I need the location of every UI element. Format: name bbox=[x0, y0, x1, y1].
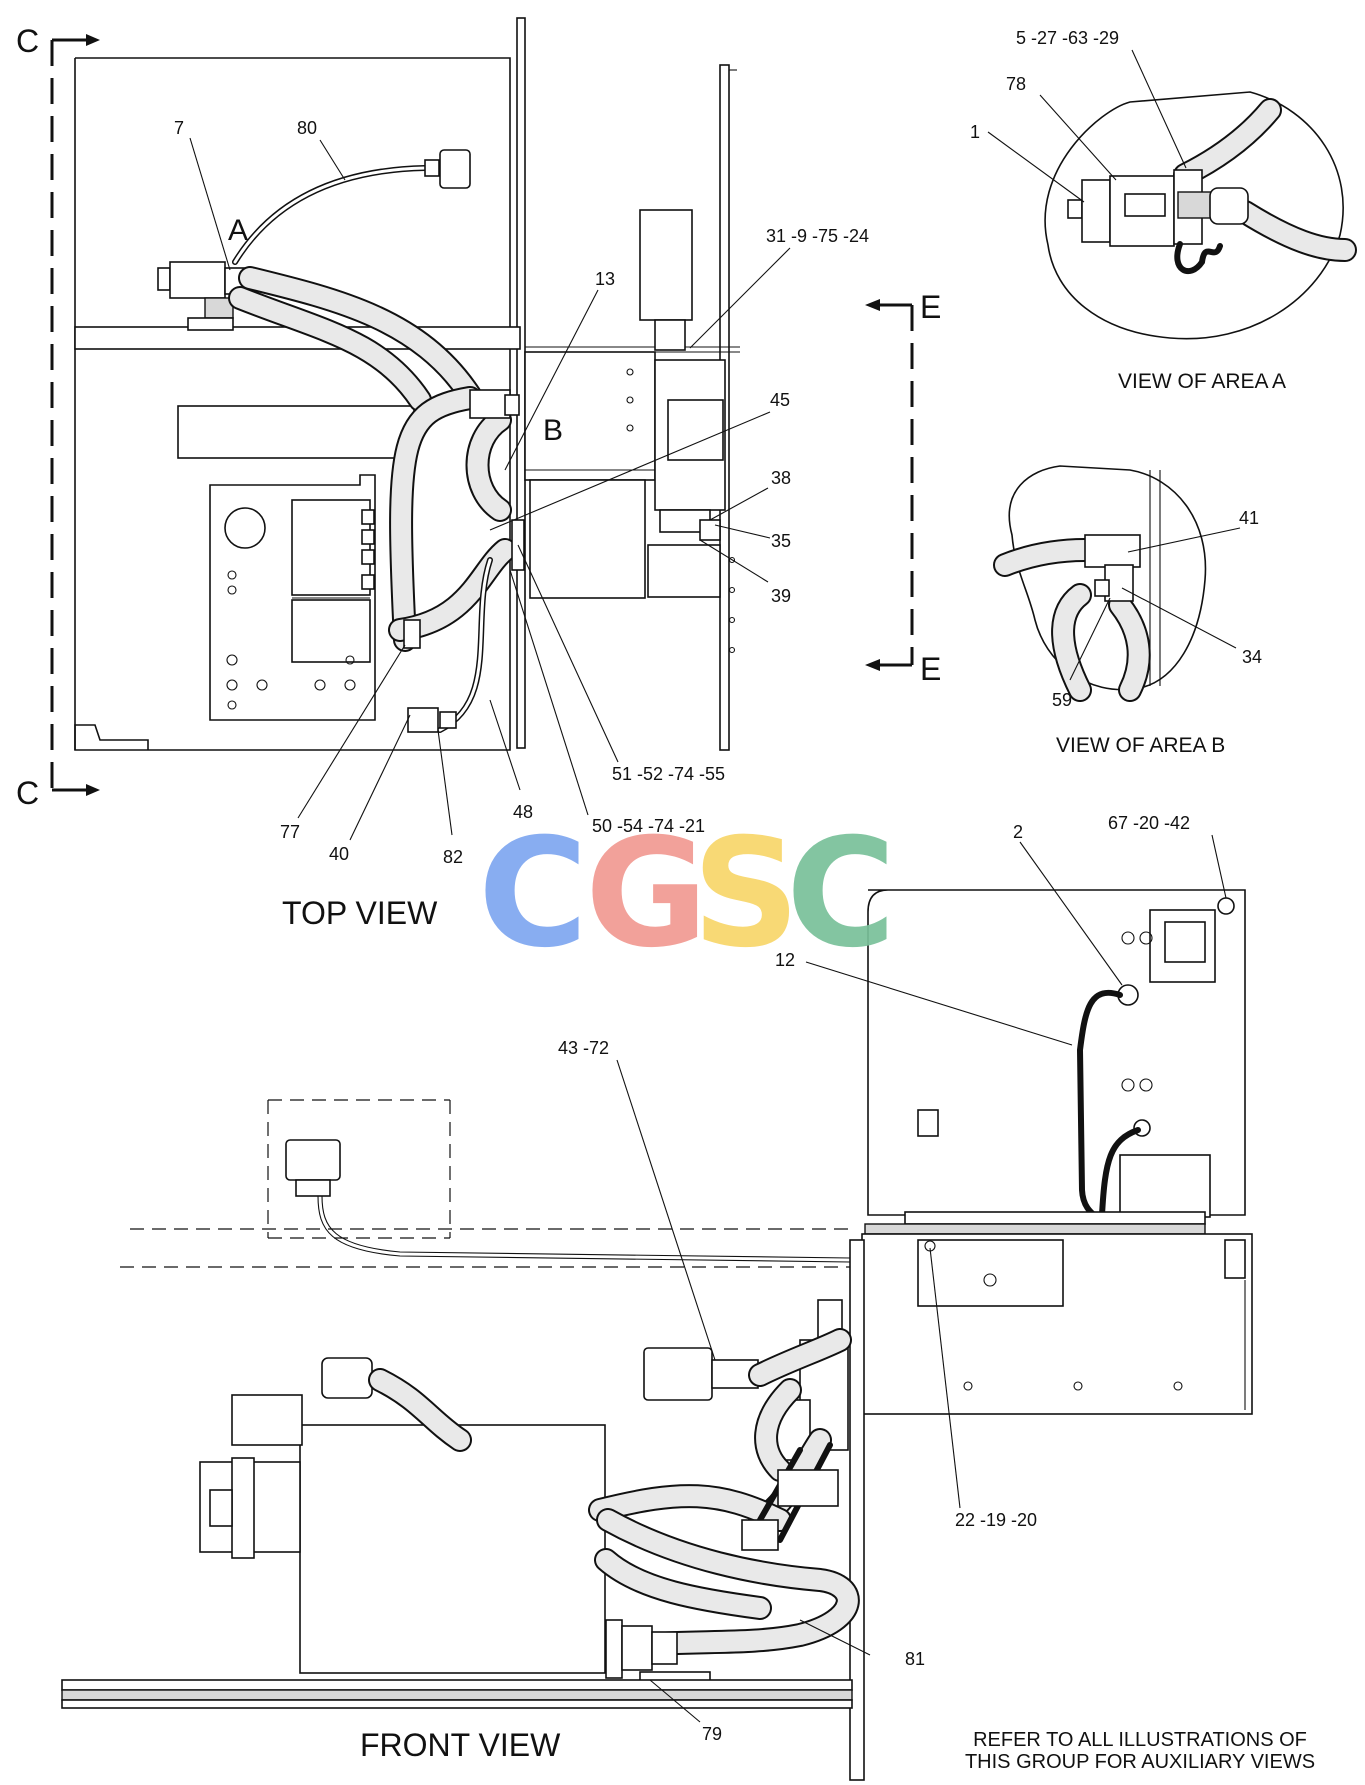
callout-45: 45 bbox=[770, 390, 790, 410]
callout-39: 39 bbox=[771, 586, 791, 606]
watermark-letter-3: S bbox=[692, 807, 800, 981]
callout-80: 80 bbox=[297, 118, 317, 138]
note-line-1: REFER TO ALL ILLUSTRATIONS OF bbox=[973, 1729, 1307, 1751]
watermark-letter-1: C bbox=[478, 807, 588, 981]
area-a-caption: VIEW OF AREA A bbox=[1118, 370, 1286, 393]
top-view-caption: TOP VIEW bbox=[282, 895, 438, 931]
watermark-letter-2: G bbox=[585, 807, 708, 981]
callout-51: 51 -52 -74 -55 bbox=[612, 764, 725, 784]
callout-79: 79 bbox=[702, 1724, 722, 1744]
callout-38: 38 bbox=[771, 468, 791, 488]
callout-12: 12 bbox=[775, 950, 795, 970]
note-line-2: THIS GROUP FOR AUXILIARY VIEWS bbox=[965, 1751, 1315, 1773]
callout-34: 34 bbox=[1242, 647, 1262, 667]
section-line-c bbox=[50, 34, 100, 796]
section-e-bottom-label: E bbox=[920, 651, 941, 687]
callout-59: 59 bbox=[1052, 690, 1072, 710]
view-of-area-a: VIEW OF AREA A bbox=[987, 49, 1357, 393]
callout-41: 41 bbox=[1239, 508, 1259, 528]
front-view-leaders bbox=[616, 834, 1227, 1723]
callout-82: 82 bbox=[443, 847, 463, 867]
area-a-label: A bbox=[228, 214, 248, 247]
callout-1: 1 bbox=[970, 122, 980, 142]
callout-13: 13 bbox=[595, 269, 615, 289]
vertical-panel bbox=[516, 17, 526, 749]
section-e-top-label: E bbox=[920, 289, 941, 325]
callout-48: 48 bbox=[513, 802, 533, 822]
label-plate bbox=[177, 405, 415, 459]
callout-22: 22 -19 -20 bbox=[955, 1510, 1037, 1530]
watermark-logo: C G S C bbox=[478, 807, 896, 981]
area-b-caption: VIEW OF AREA B bbox=[1056, 734, 1225, 757]
callout-7: 7 bbox=[174, 118, 184, 138]
front-view-caption: FRONT VIEW bbox=[360, 1727, 561, 1763]
section-c-top-label: C bbox=[16, 23, 39, 59]
callout-43: 43 -72 bbox=[558, 1038, 609, 1058]
callout-81: 81 bbox=[905, 1649, 925, 1669]
callout-78: 78 bbox=[1006, 74, 1026, 94]
callout-40: 40 bbox=[329, 844, 349, 864]
top-view: C C bbox=[16, 17, 869, 931]
callout-67: 67 -20 -42 bbox=[1108, 813, 1190, 833]
callout-5: 5 -27 -63 -29 bbox=[1016, 28, 1119, 48]
area-b-label: B bbox=[543, 414, 563, 447]
top-view-leaders bbox=[189, 137, 791, 841]
callout-35: 35 bbox=[771, 531, 791, 551]
callout-31: 31 -9 -75 -24 bbox=[766, 226, 869, 246]
watermark-letter-4: C bbox=[786, 807, 896, 981]
callout-77: 77 bbox=[280, 822, 300, 842]
junction-box bbox=[524, 209, 736, 654]
callout-50: 50 -54 -74 -21 bbox=[592, 816, 705, 836]
view-of-area-b: VIEW OF AREA B bbox=[993, 465, 1241, 757]
front-view: FRONT VIEW bbox=[61, 834, 1253, 1781]
section-line-e bbox=[865, 299, 914, 671]
control-box bbox=[209, 474, 376, 721]
callout-2: 2 bbox=[1013, 822, 1023, 842]
section-c-bottom-label: C bbox=[16, 775, 39, 811]
